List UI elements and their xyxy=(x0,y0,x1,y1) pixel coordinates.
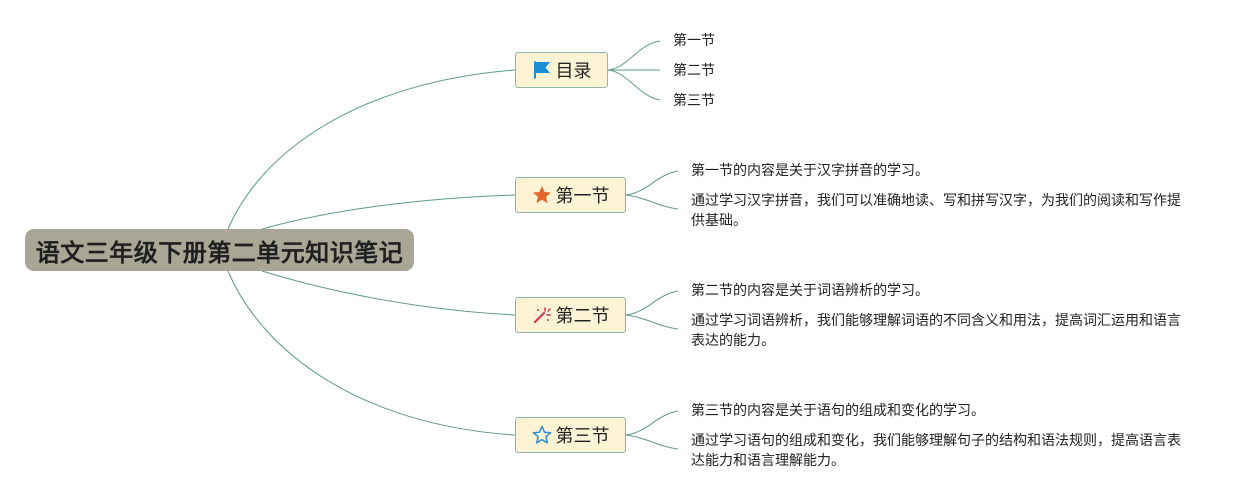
section-1-summary[interactable]: 第一节的内容是关于汉字拼音的学习。 xyxy=(691,163,929,179)
connector-section1-child-2 xyxy=(625,194,679,210)
connector-section2-child-2 xyxy=(625,314,679,330)
toc-item-3[interactable]: 第三节 xyxy=(673,93,715,109)
section-2-summary[interactable]: 第二节的内容是关于词语辨析的学习。 xyxy=(691,283,929,299)
section-2-detail[interactable]: 通过学习词语辨析，我们能够理解词语的不同含义和用法，提高词汇运用和语言表达的能力… xyxy=(691,313,1181,349)
topic-section-1[interactable]: 第一节 xyxy=(515,177,626,213)
star-filled-icon xyxy=(532,185,552,205)
topic-section-3-label: 第三节 xyxy=(555,426,610,447)
root-topic-title: 语文三年级下册第二单元知识笔记 xyxy=(35,238,404,267)
flag-icon xyxy=(532,60,552,80)
connector-root-toc xyxy=(227,69,516,230)
root-topic[interactable]: 语文三年级下册第二单元知识笔记 xyxy=(25,229,414,271)
section-3-detail[interactable]: 通过学习语句的组成和变化，我们能够理解句子的结构和语法规则，提高语言表达能力和语… xyxy=(691,433,1181,469)
connector-root-section2 xyxy=(261,270,516,316)
topic-section-2-label: 第二节 xyxy=(555,306,610,327)
topic-section-3[interactable]: 第三节 xyxy=(515,417,626,453)
topic-section-1-label: 第一节 xyxy=(555,186,610,207)
connector-section3-child-1 xyxy=(625,410,679,436)
topic-section-2[interactable]: 第二节 xyxy=(515,297,626,333)
connector-section1-child-1 xyxy=(625,170,679,196)
connector-section2-child-1 xyxy=(625,290,679,316)
section-1-detail[interactable]: 通过学习汉字拼音，我们可以准确地读、写和拼写汉字，为我们的阅读和写作提供基础。 xyxy=(691,193,1181,229)
connector-toc-child-3 xyxy=(607,69,661,101)
connector-toc-child-1 xyxy=(607,40,661,71)
toc-item-2[interactable]: 第二节 xyxy=(673,63,715,79)
connector-root-section3 xyxy=(227,270,516,436)
connector-root-section1 xyxy=(261,194,516,230)
toc-item-1[interactable]: 第一节 xyxy=(673,33,715,49)
topic-toc-label: 目录 xyxy=(555,61,592,82)
connector-section3-child-2 xyxy=(625,434,679,450)
topic-toc[interactable]: 目录 xyxy=(515,52,608,88)
magic-wand-icon xyxy=(532,305,552,325)
section-3-summary[interactable]: 第三节的内容是关于语句的组成和变化的学习。 xyxy=(691,403,985,419)
star-outline-icon xyxy=(532,425,552,445)
